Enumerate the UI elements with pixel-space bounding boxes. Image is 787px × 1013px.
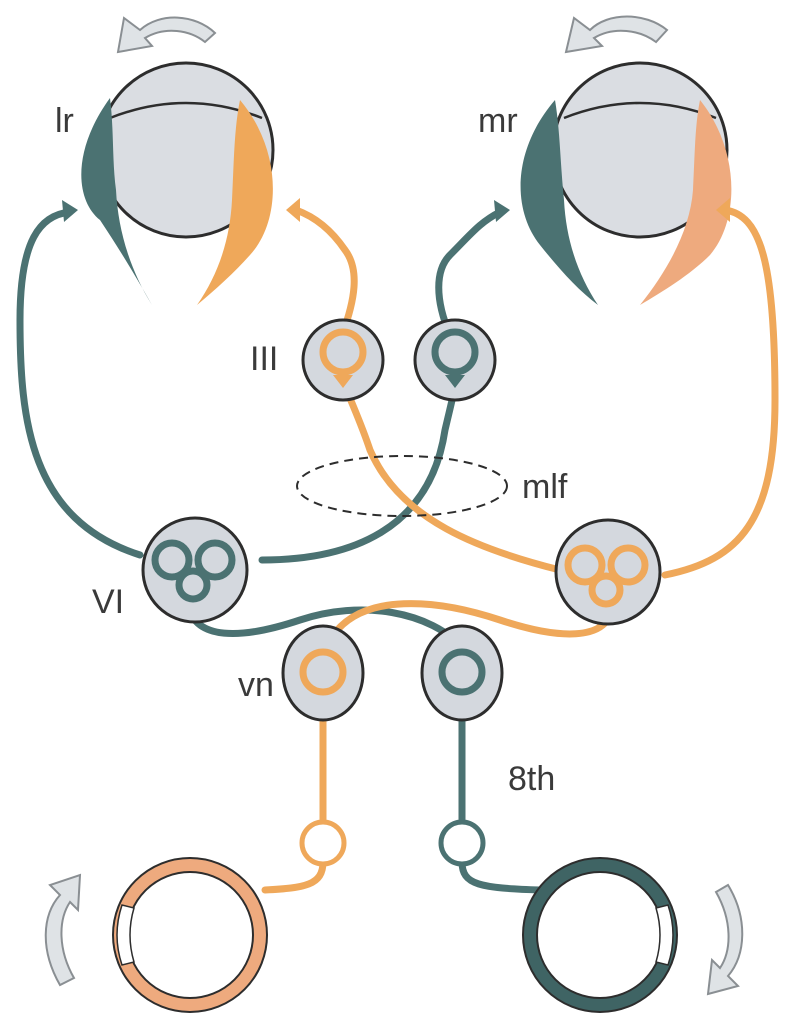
mlf-region [296,455,508,517]
left-abducens-nucleus [141,516,249,624]
orange-terminal-left-mr [286,198,300,222]
left-oculomotor-nucleus [301,318,385,402]
teal-axon-ganglion-to-canal [458,858,544,894]
right-eye-rotation-arrow [564,15,669,54]
left-lateral-rectus-muscle [81,98,152,305]
right-vestibular-ganglion [438,819,486,867]
teal-axon-vi-to-left-lr [16,208,144,559]
left-vestibular-ganglion [299,819,347,867]
orange-axon-right-vi-to-left-vn [326,600,616,644]
label-lr: lr [55,102,74,140]
left-eye-rotation-arrow [116,16,217,54]
right-medial-rectus-muscle [640,100,732,305]
teal-terminal-left-lr [62,200,78,222]
label-mr: mr [478,102,518,140]
label-iii: III [250,340,278,378]
label-vn: vn [238,666,274,704]
label-vi: VI [92,583,124,621]
left-medial-rectus-muscle [197,100,273,305]
left-semicircular-canal [112,857,268,1013]
teal-pathways [16,208,544,894]
teal-axon-iii-to-right-mr [435,208,504,339]
teal-axon-vi-to-right-iii [258,376,459,564]
orange-axon-iii-to-left-mr [292,206,358,339]
left-canal-rotation-arrow [44,873,82,987]
orange-pathways [261,206,779,894]
orange-axon-right-vi-to-left-iii [341,381,564,574]
orange-axon-right-vi-to-right-mr [661,206,779,579]
teal-terminal-right-mr [494,200,510,222]
right-canal-rotation-arrow [706,883,744,996]
right-oculomotor-nucleus [413,318,497,402]
right-vestibular-nucleus [420,624,504,722]
orange-axon-ganglion-to-canal [261,858,327,894]
teal-axon-vi-to-right-vn [184,601,469,654]
right-semicircular-canal [522,857,678,1013]
right-abducens-nucleus [554,518,662,626]
left-vestibular-nucleus [281,624,365,722]
label-mlf: mlf [522,468,568,506]
orange-terminal-right-mr [716,198,730,222]
right-lateral-rectus-muscle [520,100,598,305]
label-8th: 8th [508,760,555,798]
